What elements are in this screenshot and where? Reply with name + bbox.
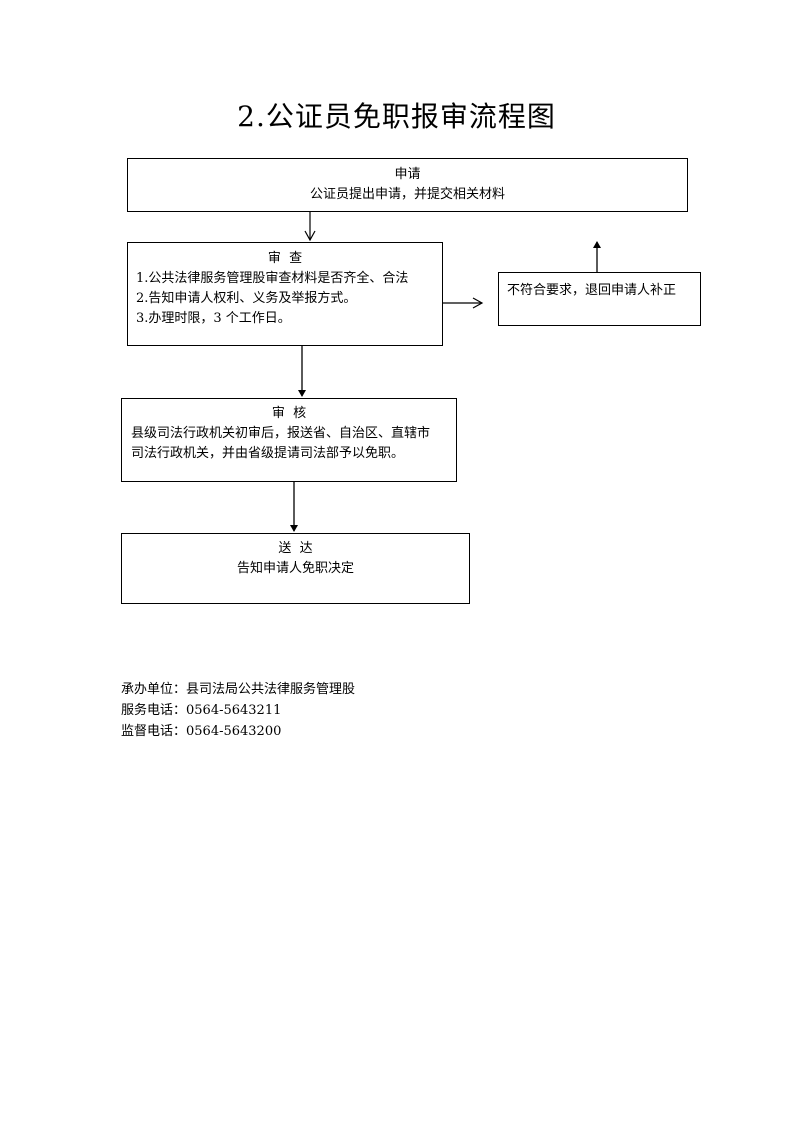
step-apply-heading: 申请 xyxy=(394,167,421,182)
page-title: 2.公证员免职报审流程图 xyxy=(237,100,556,133)
step-review-line-3: 3.办理时限，3 个工作日。 xyxy=(136,311,291,326)
step-reject-box: 不符合要求，退回申请人补正 xyxy=(498,272,701,326)
step-apply-box: 申请 公证员提出申请，并提交相关材料 xyxy=(127,158,688,212)
step-audit-box: 审 核 县级司法行政机关初审后，报送省、自治区、直辖市 司法行政机关，并由省级提… xyxy=(121,398,457,482)
step-deliver-box: 送 达 告知申请人免职决定 xyxy=(121,533,470,604)
contact-info: 承办单位：县司法局公共法律服务管理股 服务电话：0564-5643211 监督电… xyxy=(121,679,355,742)
step-review-box: 审 查 1.公共法律服务管理股审查材料是否齐全、合法 2.告知申请人权利、义务及… xyxy=(127,242,443,346)
supervise-phone: 监督电话：0564-5643200 xyxy=(121,724,282,739)
service-phone: 服务电话：0564-5643211 xyxy=(121,703,282,718)
step-review-line-1: 1.公共法律服务管理股审查材料是否齐全、合法 xyxy=(136,271,409,286)
step-apply-line: 公证员提出申请，并提交相关材料 xyxy=(309,187,505,202)
step-deliver-line: 告知申请人免职决定 xyxy=(236,561,354,576)
step-review-line-2: 2.告知申请人权利、义务及举报方式。 xyxy=(136,291,357,306)
step-deliver-heading: 送 达 xyxy=(278,541,313,556)
handling-unit: 承办单位：县司法局公共法律服务管理股 xyxy=(121,682,356,697)
step-review-heading: 审 查 xyxy=(267,251,303,266)
step-reject-line: 不符合要求，退回申请人补正 xyxy=(507,283,677,298)
step-audit-line-2: 司法行政机关，并由省级提请司法部予以免职。 xyxy=(131,446,405,461)
step-audit-line-1: 县级司法行政机关初审后，报送省、自治区、直辖市 xyxy=(131,426,431,441)
step-audit-heading: 审 核 xyxy=(271,406,307,421)
